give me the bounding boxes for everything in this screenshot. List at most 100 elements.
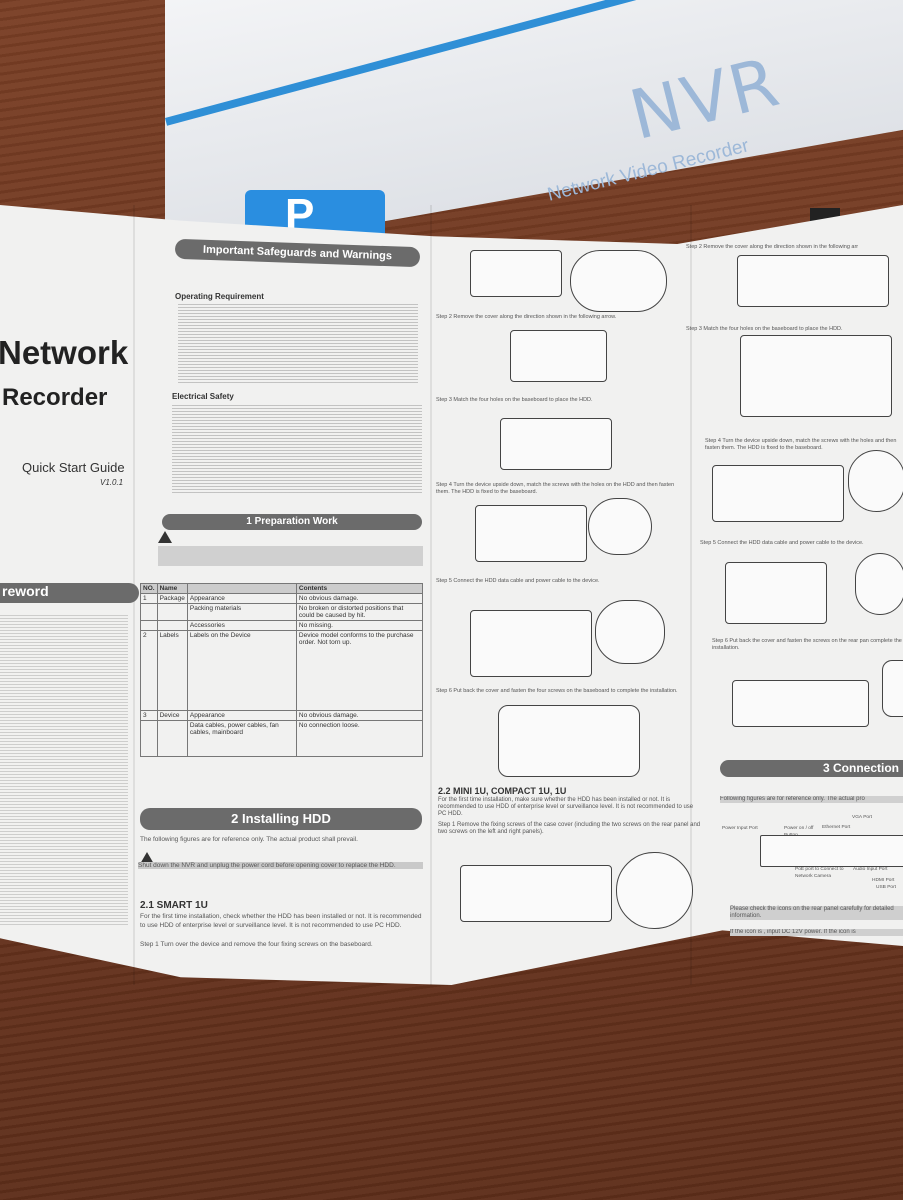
warning-note <box>158 546 423 566</box>
table-header-row: NO. Name Contents <box>140 583 424 594</box>
cable-detail-illustration <box>855 553 903 615</box>
mini-1u-text: For the first time installation, make su… <box>438 797 694 817</box>
table-cell: 3 <box>140 710 158 721</box>
table-row: Packing materials No broken or distorted… <box>140 603 424 621</box>
device-illustration <box>737 255 889 307</box>
table-header <box>186 583 297 594</box>
p3-step3: Step 3 Match the four holes on the baseb… <box>436 397 593 403</box>
warning-icon <box>158 530 172 548</box>
port-label: VGA Port <box>852 815 872 820</box>
p3-step6: Step 6 Put back the cover and fasten the… <box>436 688 678 694</box>
table-cell: 1 <box>140 593 158 604</box>
table-cell: No broken or distorted positions that co… <box>295 603 424 621</box>
table-cell: No obvious damage. <box>295 593 424 604</box>
p4-step5: Step 5 Connect the HDD data cable and po… <box>700 540 864 546</box>
screw-detail-illustration <box>570 250 667 312</box>
table-cell: No obvious damage. <box>295 710 424 721</box>
connection-note: Following figures are for reference only… <box>720 796 903 803</box>
device-illustration <box>732 680 869 727</box>
cable-detail-illustration <box>595 600 665 664</box>
device-illustration <box>470 250 562 297</box>
warning-icon <box>140 851 154 869</box>
table-header: Name <box>156 583 188 594</box>
port-label: USB Port <box>876 885 896 890</box>
device-illustration <box>498 705 640 777</box>
port-label: PoE port to Connect to Network Camera <box>795 867 844 879</box>
p4-step4: Step 4 Turn the device upside down, matc… <box>705 438 897 451</box>
operating-requirement-text <box>178 303 418 383</box>
table-cell: Labels <box>156 630 188 711</box>
table-cell: No missing. <box>295 620 424 631</box>
cover-title-line2: Recorder <box>2 384 108 411</box>
p4-step3: Step 3 Match the four holes on the baseb… <box>686 326 843 332</box>
install-note: The following figures are for reference … <box>140 836 358 843</box>
operating-requirement-title: Operating Requirement <box>175 292 264 301</box>
check-icons-note: Please check the icons on the rear panel… <box>730 906 903 920</box>
cover-title-line1: Network <box>0 334 129 371</box>
table-cell: Accessories <box>186 620 297 631</box>
table-row: 3 Device Appearance No obvious damage. <box>140 710 424 721</box>
device-illustration <box>510 330 607 382</box>
table-cell: Device <box>156 710 188 721</box>
table-row: Data cables, power cables, fan cables, m… <box>140 720 424 757</box>
table-cell: Packing materials <box>186 603 297 621</box>
device-illustration <box>460 865 612 922</box>
smart-1u-text: For the first time installation, check w… <box>140 913 422 929</box>
device-illustration <box>712 465 844 522</box>
electrical-safety-title: Electrical Safety <box>172 392 234 401</box>
table-cell: Appearance <box>186 593 297 604</box>
p3-step5: Step 5 Connect the HDD data cable and po… <box>436 578 600 584</box>
cover-guide: Quick Start Guide <box>22 460 125 475</box>
table-cell: Labels on the Device <box>186 630 297 711</box>
table-cell: 2 <box>140 630 158 711</box>
screw-detail-illustration <box>616 852 693 929</box>
port-label: Audio Input Port <box>853 867 888 872</box>
screw-detail-illustration <box>848 450 903 512</box>
device-illustration <box>475 505 587 562</box>
device-illustration <box>740 335 892 417</box>
detail-illustration <box>882 660 903 717</box>
foreword-header: reword <box>0 583 139 603</box>
icon-power-note: If the icon is , input DC 12V power. If … <box>730 929 903 936</box>
preparation-header: 1 Preparation Work <box>162 514 422 530</box>
table-cell: Data cables, power cables, fan cables, m… <box>186 720 297 757</box>
checklist-table: NO. Name Contents 1 Package Appearance N… <box>140 583 424 757</box>
table-cell: Appearance <box>186 710 297 721</box>
cover-version: V1.0.1 <box>100 478 124 487</box>
foreword-text-block <box>0 615 128 925</box>
device-illustration <box>500 418 612 470</box>
table-cell: Device model conforms to the purchase or… <box>295 630 424 711</box>
table-header: NO. <box>140 583 158 594</box>
mini-1u-step1: Step 1 Remove the fixing screws of the c… <box>438 822 701 835</box>
table-cell <box>140 603 158 621</box>
fold-line <box>430 205 432 985</box>
table-row: 1 Package Appearance No obvious damage. <box>140 593 424 604</box>
connection-header: 3 Connection <box>720 760 903 777</box>
table-header: Contents <box>295 583 424 594</box>
rear-panel-illustration <box>760 835 903 867</box>
fold-line <box>690 205 692 985</box>
table-cell <box>156 620 188 631</box>
screw-detail-illustration <box>588 498 652 555</box>
table-cell <box>140 620 158 631</box>
port-label: HDMI Port <box>872 878 895 883</box>
table-cell: No connection loose. <box>295 720 424 757</box>
p3-step4: Step 4 Turn the device upside down, matc… <box>436 482 675 495</box>
smart-1u-title: 2.1 SMART 1U <box>140 900 208 911</box>
electrical-safety-text <box>172 403 422 493</box>
table-cell <box>156 720 188 757</box>
table-row: 2 Labels Labels on the Device Device mod… <box>140 630 424 711</box>
device-illustration <box>725 562 827 624</box>
table-cell: Package <box>156 593 188 604</box>
table-cell <box>156 603 188 621</box>
smart-1u-step1: Step 1 Turn over the device and remove t… <box>140 941 373 948</box>
p3-step2: Step 2 Remove the cover along the direct… <box>436 314 617 320</box>
table-cell <box>140 720 158 757</box>
shutdown-warning: Shut down the NVR and unplug the power c… <box>138 862 423 869</box>
port-label: Ethernet Port <box>822 825 851 830</box>
mini-1u-title: 2.2 MINI 1U, COMPACT 1U, 1U <box>438 786 567 796</box>
p4-step6: Step 6 Put back the cover and fasten the… <box>712 638 902 651</box>
port-label: Power Input Port <box>722 826 758 831</box>
installing-hdd-header: 2 Installing HDD <box>140 808 422 830</box>
device-illustration <box>470 610 592 677</box>
